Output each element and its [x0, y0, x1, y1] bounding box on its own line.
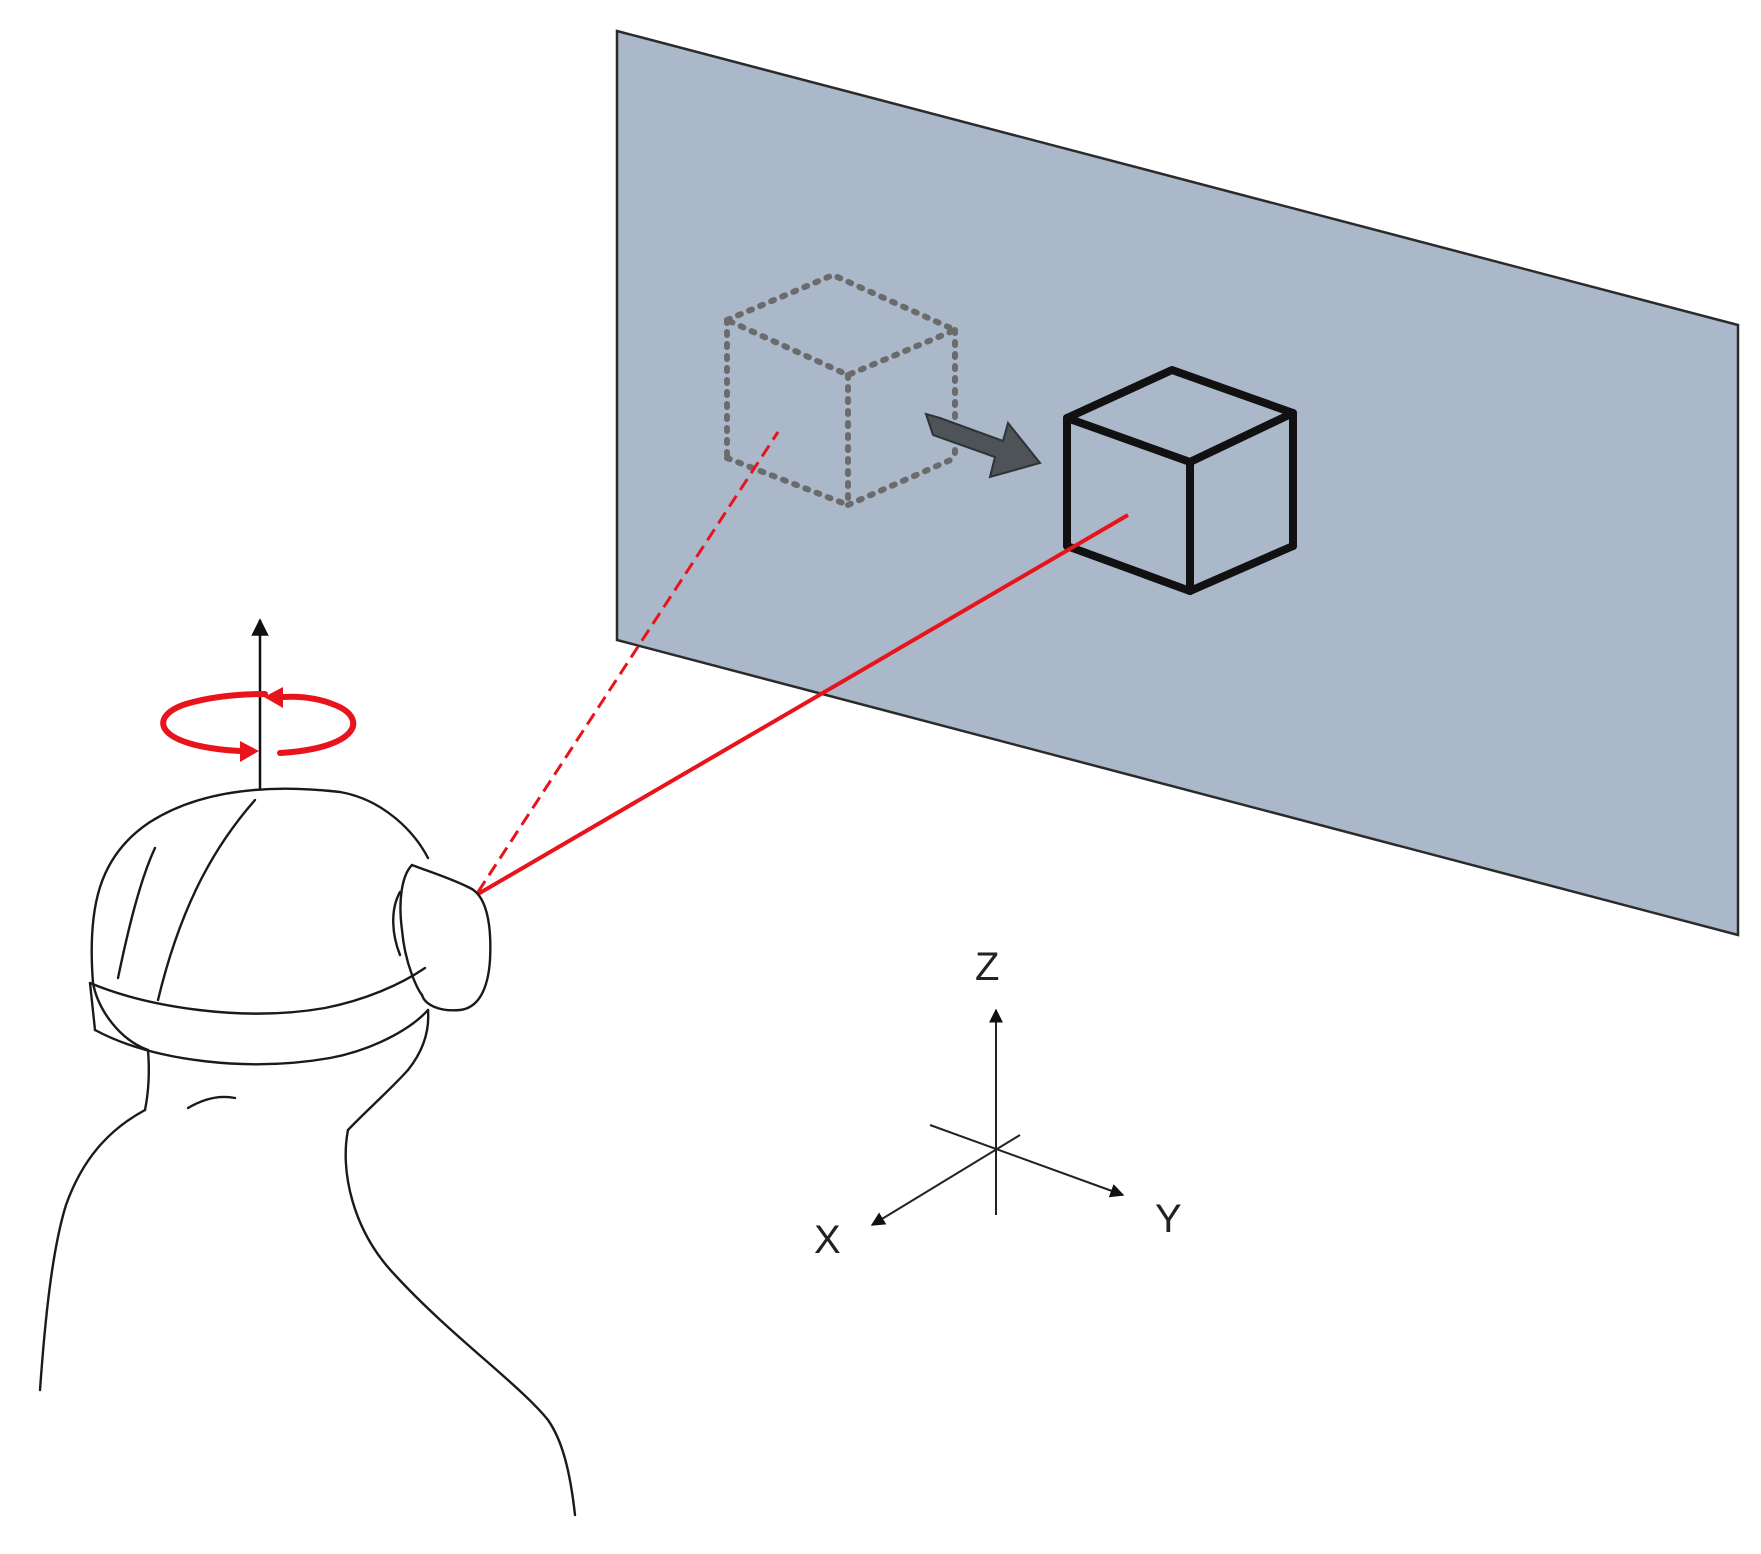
gaze-ray — [476, 513, 1130, 896]
y-axis-label: Y — [1155, 1197, 1182, 1241]
x-axis-label: X — [814, 1218, 841, 1262]
target-cube — [1063, 366, 1297, 595]
yaw-rotation-icon — [160, 687, 357, 762]
projection-screen — [615, 29, 1740, 937]
x-axis — [870, 1134, 1021, 1226]
y-axis — [929, 1124, 1125, 1198]
previous-gaze-ray — [476, 431, 780, 893]
coordinate-axes: Z X Y — [814, 945, 1182, 1262]
right-arrow-icon — [924, 412, 1042, 479]
person-with-headset — [38, 787, 577, 1517]
z-axis-label: Z — [975, 945, 999, 989]
original-cube-position — [719, 271, 963, 508]
